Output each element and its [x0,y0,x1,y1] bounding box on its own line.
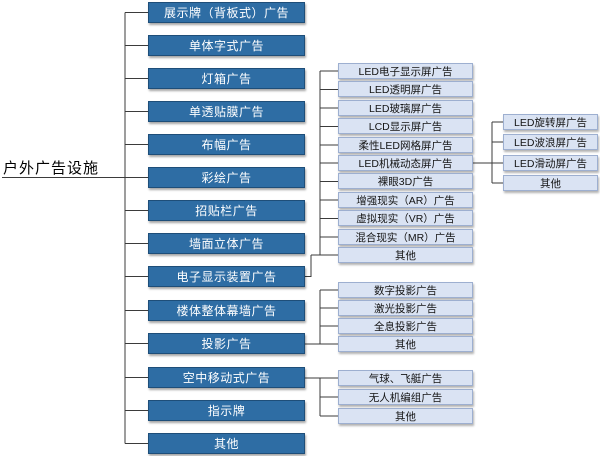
node-led-sliding: LED滑动屏广告 [503,155,598,171]
node-sign: 指示牌 [148,400,305,421]
node-holographic-projection: 全息投影广告 [338,318,473,334]
node-wall-3d: 墙面立体广告 [148,233,305,254]
node-led-wave: LED波浪屏广告 [503,134,598,150]
node-single-letter: 单体字式广告 [148,35,305,56]
node-other-mechanical: 其他 [503,175,598,191]
node-one-way-film: 单透贴膜广告 [148,101,305,122]
node-laser-projection: 激光投影广告 [338,300,473,316]
node-projection: 投影广告 [148,333,305,354]
node-led-rotating: LED旋转屏广告 [503,114,598,130]
node-building-curtain-wall: 楼体整体幕墙广告 [148,300,305,321]
node-led-mechanical: LED机械动态屏广告 [338,155,473,171]
node-other-air: 其他 [338,408,473,424]
node-other-electronic: 其他 [338,247,473,263]
node-led-glass: LED玻璃屏广告 [338,100,473,116]
node-drone-formation: 无人机编组广告 [338,389,473,405]
node-other-main: 其他 [148,433,305,454]
node-mr: 混合现实（MR）广告 [338,229,473,245]
node-ar: 增强现实（AR）广告 [338,192,473,208]
node-flexible-led-mesh: 柔性LED网格屏广告 [338,137,473,153]
node-electronic-display: 电子显示装置广告 [148,266,305,287]
node-led-transparent: LED透明屏广告 [338,81,473,97]
node-lightbox: 灯箱广告 [148,68,305,89]
diagram-root-label: 户外广告设施 [3,160,100,177]
node-digital-projection: 数字投影广告 [338,282,473,298]
node-led-screen: LED电子显示屏广告 [338,63,473,79]
node-vr: 虚拟现实（VR）广告 [338,210,473,226]
node-display-board: 展示牌（背板式）广告 [148,2,305,23]
node-balloon-airship: 气球、飞艇广告 [338,370,473,386]
node-other-projection: 其他 [338,336,473,352]
node-naked-eye-3d: 裸眼3D广告 [338,173,473,189]
node-lcd-screen: LCD显示屏广告 [338,118,473,134]
node-aerial-mobile: 空中移动式广告 [148,367,305,388]
node-painted: 彩绘广告 [148,167,305,188]
node-poster-panel: 招贴栏广告 [148,200,305,221]
node-banner: 布幅广告 [148,134,305,155]
